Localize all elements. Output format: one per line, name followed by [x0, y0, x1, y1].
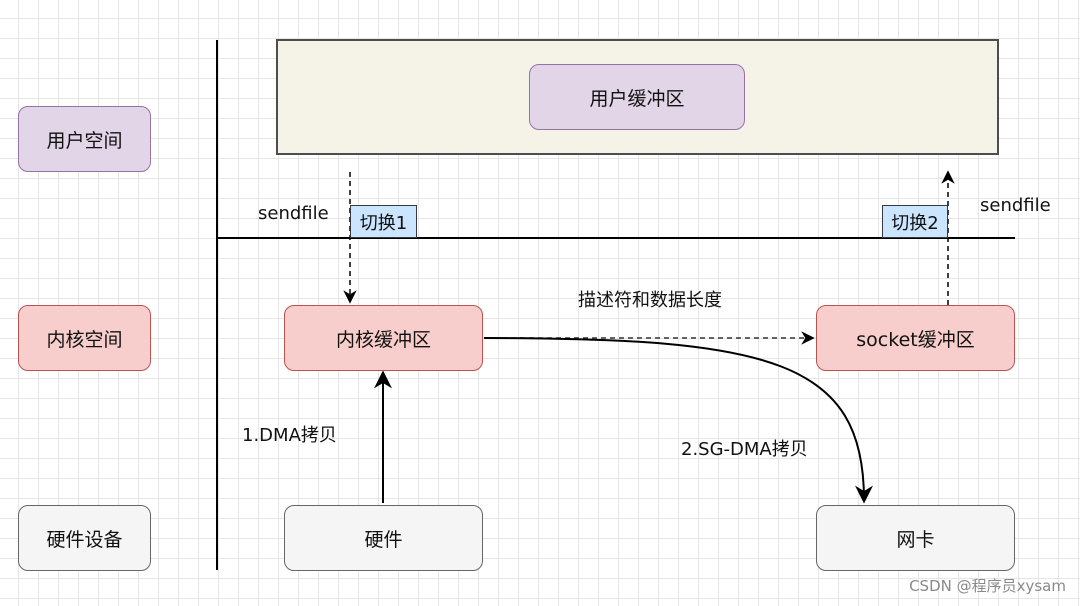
socket-buffer: socket缓冲区 — [816, 305, 1015, 371]
user-buffer: 用户缓冲区 — [529, 64, 745, 130]
kernel-buffer: 内核缓冲区 — [284, 305, 483, 371]
descriptor-label: 描述符和数据长度 — [578, 290, 722, 311]
nic-box: 网卡 — [816, 505, 1015, 571]
switch-2-tag: 切换2 — [882, 205, 948, 238]
kernel-space-label: 内核空间 — [18, 305, 151, 371]
sg-dma-copy-label: 2.SG-DMA拷贝 — [681, 439, 808, 460]
dma-copy-label: 1.DMA拷贝 — [242, 425, 337, 446]
watermark: CSDN @程序员xysam — [909, 577, 1066, 595]
hardware-devices-label: 硬件设备 — [18, 505, 151, 571]
user-space-label: 用户空间 — [18, 106, 151, 172]
sendfile-left-label: sendfile — [258, 203, 329, 224]
switch-1-tag: 切换1 — [350, 205, 417, 238]
sendfile-right-label: sendfile — [980, 195, 1051, 216]
arrow-kernel-to-nic — [483, 337, 873, 504]
hardware-box: 硬件 — [284, 505, 483, 571]
